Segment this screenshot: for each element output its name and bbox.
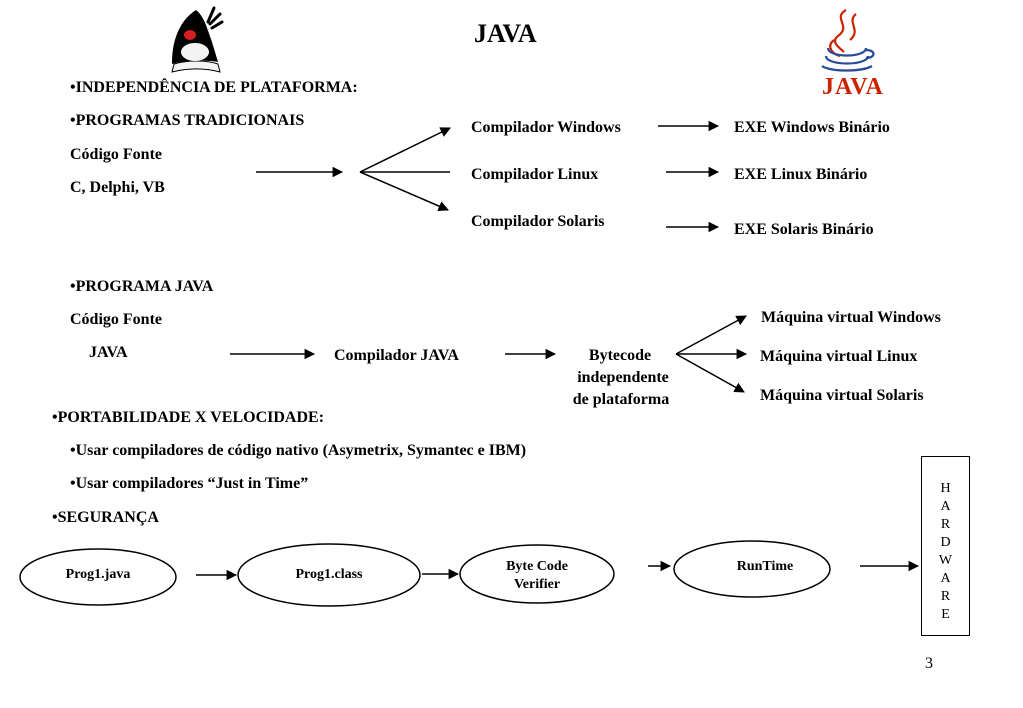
java-logo-text: JAVA <box>822 74 884 100</box>
hardware-letter: R <box>940 589 951 604</box>
page-number: 3 <box>925 655 933 672</box>
arrow-bytecode-vm-solaris <box>675 353 745 393</box>
hardware-letter: D <box>940 535 951 550</box>
page-title: JAVA <box>474 19 537 48</box>
heading-seguranca: •SEGURANÇA <box>52 509 159 526</box>
arrow-fork-windows <box>359 127 451 173</box>
hardware-letter: R <box>940 517 951 532</box>
vm-linux: Máquina virtual Linux <box>760 348 918 365</box>
heading-programas-tradicionais: •PROGRAMAS TRADICIONAIS <box>70 112 305 129</box>
flow-label-bytecode-verifier: Byte Code Verifier <box>506 559 568 592</box>
bytecode-line2: independente <box>577 369 669 386</box>
vm-solaris: Máquina virtual Solaris <box>760 387 924 404</box>
output-linux: EXE Linux Binário <box>734 166 868 183</box>
flow-label-prog1-class: Prog1.class <box>295 567 363 582</box>
java-logo-steam <box>829 9 857 58</box>
heading-programa-java: •PROGRAMA JAVA <box>70 278 214 295</box>
compiler-windows: Compilador Windows <box>471 119 621 136</box>
source-line2: C, Delphi, VB <box>70 179 165 196</box>
output-windows: EXE Windows Binário <box>734 119 890 136</box>
java-logo-cup <box>821 47 875 72</box>
flow-label-runtime: RunTime <box>736 559 794 574</box>
hardware-letter: E <box>941 607 950 622</box>
bullet-jit-compilers: •Usar compiladores “Just in Time” <box>70 475 309 492</box>
hardware-letter: A <box>940 571 951 586</box>
java-source-line2: JAVA <box>89 344 128 361</box>
java-source-line1: Código Fonte <box>70 311 162 328</box>
hardware-letter: H <box>940 481 951 496</box>
heading-plataforma: •INDEPENDÊNCIA DE PLATAFORMA: <box>70 79 358 96</box>
heading-portabilidade: •PORTABILIDADE X VELOCIDADE: <box>52 409 325 426</box>
bullet-native-compilers: •Usar compiladores de código nativo (Asy… <box>70 442 527 459</box>
compiler-java: Compilador JAVA <box>334 347 459 364</box>
vm-windows: Máquina virtual Windows <box>761 309 941 326</box>
flow-label-prog1-java: Prog1.java <box>65 567 131 582</box>
hardware-letter: A <box>940 499 951 514</box>
compiler-solaris: Compilador Solaris <box>471 213 605 230</box>
bytecode-line1: Bytecode <box>588 347 652 364</box>
source-line1: Código Fonte <box>70 146 162 163</box>
hardware-letter: W <box>938 553 953 568</box>
output-solaris: EXE Solaris Binário <box>734 221 874 238</box>
hardware-box: H A R D W A R E <box>921 456 970 636</box>
duke-figure <box>171 6 224 73</box>
compiler-linux: Compilador Linux <box>471 166 599 183</box>
arrow-bytecode-vm-windows <box>675 315 747 355</box>
arrow-fork-solaris <box>359 171 449 212</box>
bytecode-line3: de plataforma <box>572 391 670 408</box>
